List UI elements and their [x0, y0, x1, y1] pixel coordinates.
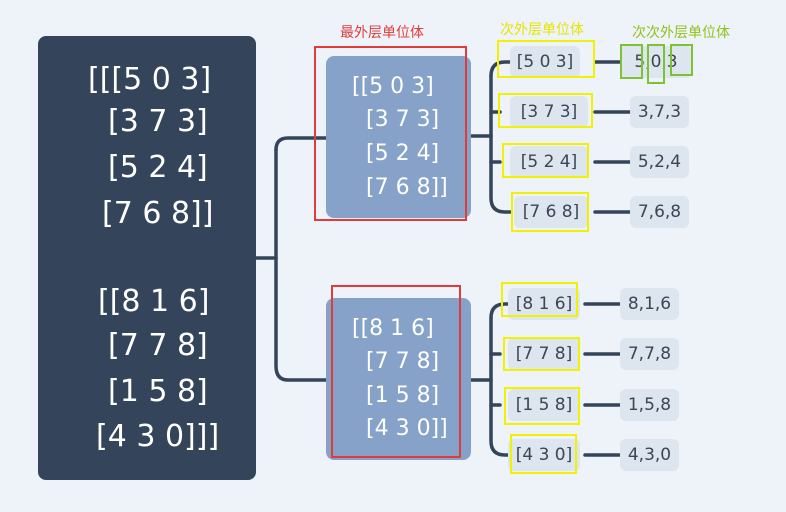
value-node: 8,1,6 [620, 288, 679, 320]
root-line: [[[5 0 3] [88, 62, 212, 97]
outer-unit-line: [5 2 4] [366, 141, 440, 166]
root-line: [1 5 8] [108, 374, 208, 409]
second-unit-highlight [497, 40, 595, 78]
root-line: [3 7 3] [108, 104, 208, 139]
value-node: 3,7,3 [630, 96, 689, 128]
value-node: 5,2,4 [630, 146, 689, 178]
value-node: 7,7,8 [620, 338, 679, 370]
second-unit-highlight [510, 434, 577, 474]
row-node: [3 7 3] [510, 96, 588, 128]
second-unit-highlight [503, 337, 580, 371]
outer-unit-line: [4 3 0]] [366, 416, 448, 441]
second-unit-highlight [498, 93, 593, 128]
root-line: [4 3 0]]] [96, 419, 220, 454]
outer-unit-line: [1 5 8] [366, 383, 440, 408]
outer-unit-line: [[8 1 6] [352, 316, 434, 341]
third-unit-highlight [620, 44, 643, 79]
outer-unit-highlight-2 [331, 285, 461, 458]
third-unit-highlight [647, 44, 665, 84]
root-line: [7 7 8] [108, 328, 208, 363]
outer-unit-line: [3 7 3] [366, 107, 440, 132]
row-node: [5 2 4] [510, 146, 588, 178]
value-node: 5,0,3 [620, 46, 692, 78]
second-unit-label: 次外层单位体 [500, 22, 584, 38]
root-line: [5 2 4] [108, 150, 208, 185]
outer-unit-highlight-1 [314, 46, 467, 221]
row-node: [4 3 0] [508, 439, 580, 471]
root-array-block: [[[5 0 3] [3 7 3] [5 2 4] [7 6 8]] [[8 1… [38, 36, 256, 480]
outer-unit-line: [[5 0 3] [352, 74, 434, 99]
second-unit-highlight [501, 282, 578, 317]
row-node: [5 0 3] [510, 46, 580, 78]
third-unit-highlight [670, 44, 693, 76]
value-node: 7,6,8 [630, 196, 689, 228]
outer-unit-block-2: [[8 1 6] [7 7 8] [1 5 8] [4 3 0]] [326, 298, 471, 460]
value-node: 1,5,8 [620, 389, 679, 421]
second-unit-highlight [511, 192, 589, 232]
root-line: [[8 1 6] [98, 284, 210, 319]
root-line: [7 6 8]] [102, 196, 214, 231]
outer-unit-line: [7 6 8]] [366, 175, 448, 200]
row-node: [7 7 8] [508, 338, 580, 370]
outer-unit-block-1: [[5 0 3] [3 7 3] [5 2 4] [7 6 8]] [326, 56, 471, 218]
row-node: [1 5 8] [508, 389, 580, 421]
row-node: [7 6 8] [514, 196, 588, 228]
outer-unit-line: [7 7 8] [366, 349, 440, 374]
second-unit-highlight [504, 387, 580, 425]
second-unit-highlight [502, 143, 589, 178]
value-node: 4,3,0 [620, 439, 679, 471]
third-unit-label: 次次外层单位体 [632, 25, 730, 41]
outer-unit-label: 最外层单位体 [340, 25, 424, 41]
row-node: [8 1 6] [508, 288, 580, 320]
